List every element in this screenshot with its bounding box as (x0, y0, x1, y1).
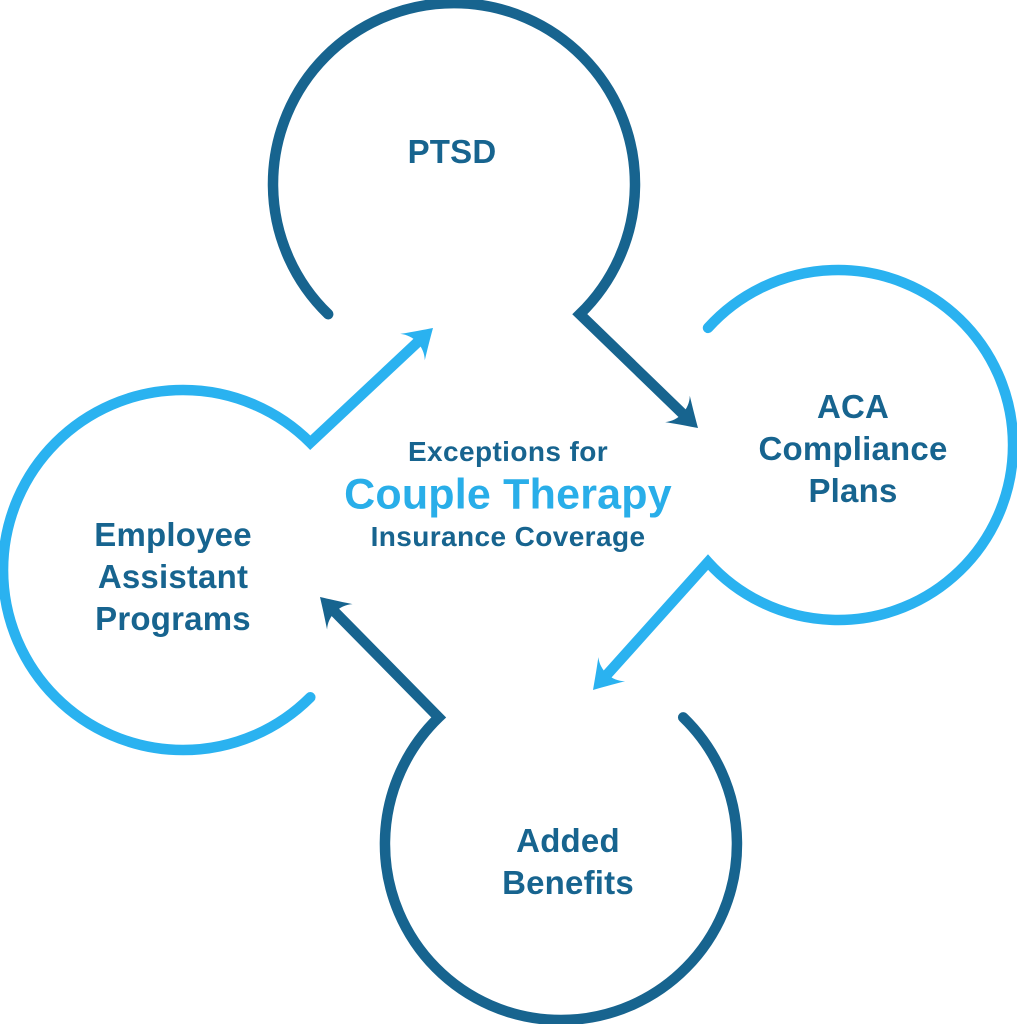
arrowhead-benefits-to-eap (320, 597, 353, 630)
node-label-employee-assistant-programs: Employee Assistant Programs (94, 516, 252, 637)
node-label-added-benefits: Added Benefits (502, 822, 634, 901)
center-title-line2-accent: Couple Therapy (344, 470, 672, 519)
eap-ring-with-arrow-shaft (0, 333, 427, 756)
center-title-line1: Exceptions for (407, 436, 609, 467)
ptsd-ring-with-arrow-shaft (267, 0, 692, 423)
center-title-line3: Insurance Coverage (370, 521, 646, 552)
node-label-aca-compliance-plans: ACA Compliance Plans (758, 388, 948, 509)
arrowhead-ptsd-to-aca (665, 395, 698, 428)
benefits-ring-with-arrow-shaft (325, 602, 743, 1024)
node-label-ptsd: PTSD (407, 133, 497, 171)
arrowhead-aca-to-benefits (593, 657, 626, 690)
aca-ring-with-arrow-shaft (598, 264, 1017, 684)
arrowhead-eap-to-ptsd (400, 328, 433, 361)
